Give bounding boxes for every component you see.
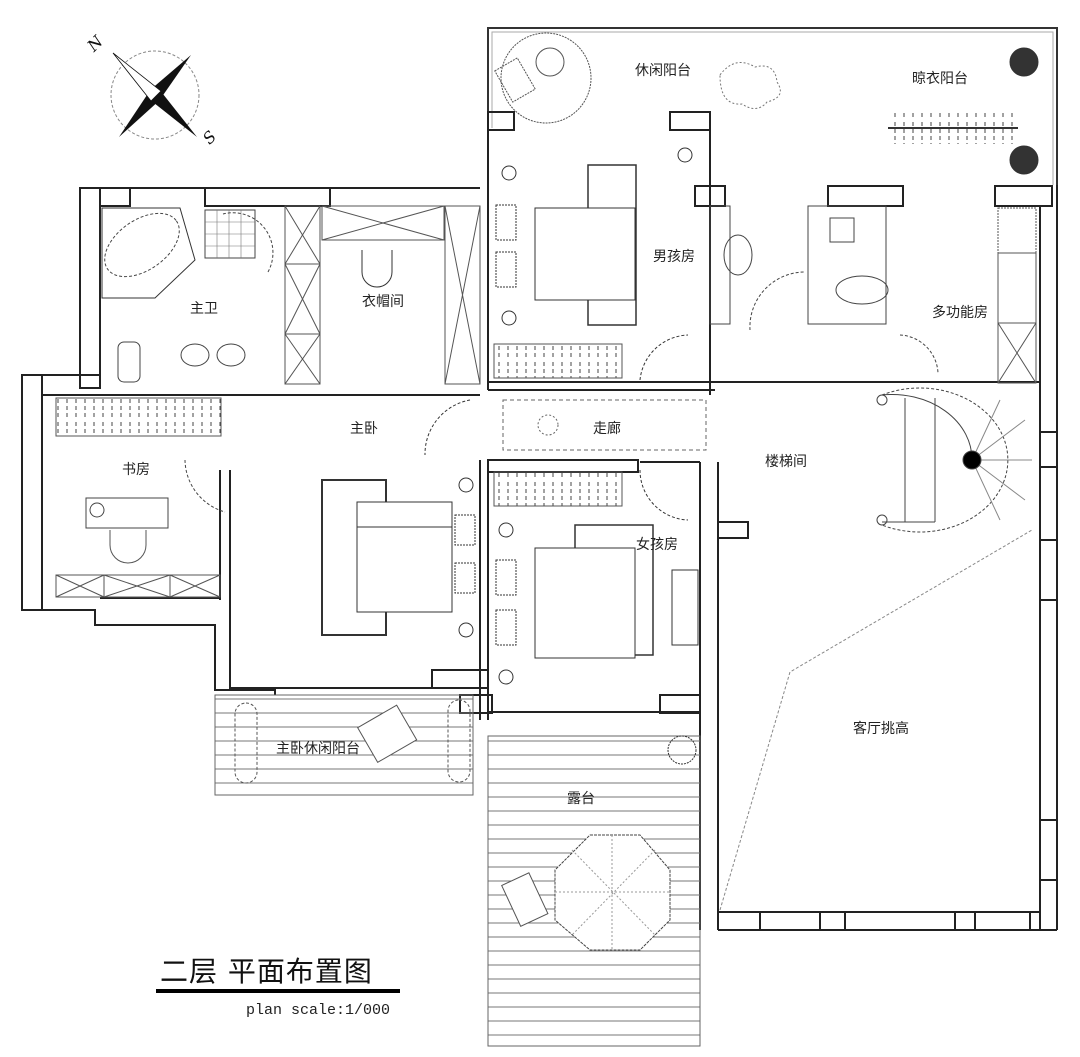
room-label-leisure-balcony: 休闲阳台	[635, 63, 691, 79]
spiral-stair	[876, 387, 1032, 533]
master-bath-fixtures	[101, 207, 274, 383]
room-label-study: 书房	[122, 462, 150, 478]
room-label-master-bath: 主卫	[190, 301, 218, 317]
drawing-title: 二层 平面布置图	[160, 955, 373, 988]
room-label-corridor: 走廊	[593, 421, 621, 437]
living-void-outline	[719, 529, 1033, 911]
boys-bed	[495, 147, 693, 381]
girls-bed	[495, 469, 699, 685]
room-label-girls-room: 女孩房	[636, 537, 678, 553]
drawing-subtitle: plan scale:1/000	[246, 1002, 391, 1019]
room-label-living-double-height: 客厅挑高	[853, 721, 909, 737]
title-underline	[156, 989, 400, 993]
master-bed	[321, 399, 476, 638]
room-label-drying-balcony: 晾衣阳台	[912, 71, 968, 87]
room-label-walk-in-closet: 衣帽间	[362, 294, 404, 310]
room-label-stairwell: 楼梯间	[765, 454, 807, 470]
compass-icon	[110, 50, 200, 140]
room-label-boys-room: 男孩房	[653, 249, 695, 265]
top-balcony	[487, 27, 1058, 185]
wardrobe-blocks	[55, 205, 1037, 598]
middle-bathroom	[709, 205, 939, 374]
room-label-terrace: 露台	[567, 791, 595, 807]
corridor-rug	[502, 399, 707, 451]
room-label-master-bedroom: 主卧	[350, 421, 378, 437]
master-balcony	[214, 694, 474, 796]
room-label-master-balcony: 主卧休闲阳台	[276, 741, 360, 757]
study-desk	[85, 459, 226, 564]
terrace	[487, 735, 701, 1047]
exterior-walls	[21, 111, 1058, 931]
room-label-multi-room: 多功能房	[932, 305, 988, 321]
